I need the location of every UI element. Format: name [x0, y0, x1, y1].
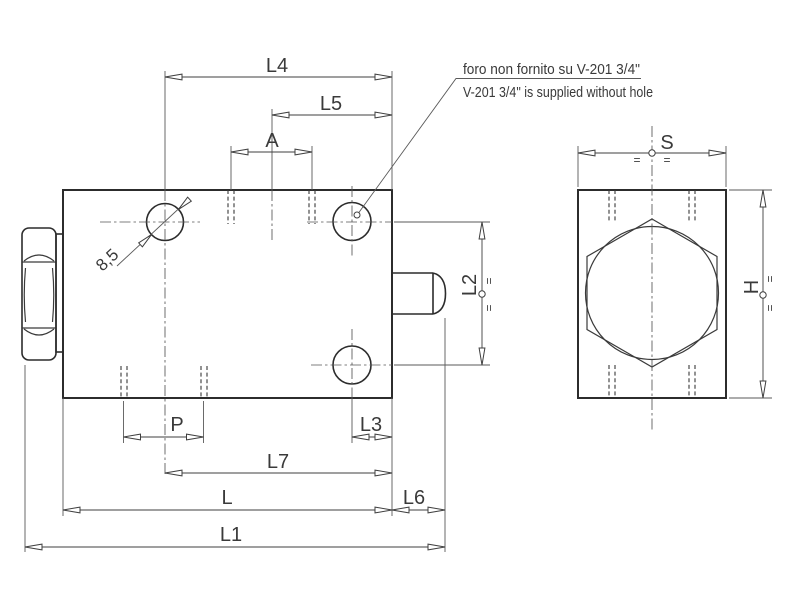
dim-label-a: A: [265, 130, 279, 152]
hidden-hole-lines-front: [120, 190, 316, 398]
dimension-l3: L3: [351, 414, 393, 441]
dimension-l2: L2 = =: [459, 221, 496, 366]
leader-line: [358, 78, 641, 213]
equal-mark: =: [663, 153, 670, 167]
dim-label-p: P: [170, 414, 183, 436]
dimension-h: H = =: [741, 189, 777, 399]
dim-label-s: S: [660, 132, 673, 154]
equal-mark: =: [482, 277, 496, 284]
dimension-l6: L6: [391, 487, 446, 514]
front-view: [21, 186, 447, 477]
hidden-hole-lines-side: [608, 190, 696, 398]
plug-collar: [55, 233, 64, 353]
dimension-l: L: [62, 487, 393, 514]
dia-dim-line: [116, 200, 188, 267]
dim-label-l1: L1: [220, 524, 242, 546]
leader-target-circle: [353, 211, 361, 219]
note-callout: foro non fornito su V-201 3/4" V-201 3/4…: [353, 62, 653, 219]
dimension-layer: L4 L5 A P L3 L7 L L6: [24, 55, 777, 551]
dim-label-hole-diameter: 8,5: [92, 245, 122, 275]
hex-facet-lines: [22, 261, 56, 329]
symmetry-circle-h: [759, 291, 767, 299]
dimension-l1: L1: [24, 524, 446, 551]
hex-plug-outline: [21, 227, 57, 361]
valve-body-outline: [62, 189, 393, 399]
symmetry-circle-l2: [478, 290, 486, 298]
dimension-s: S = =: [577, 132, 727, 167]
centerlines-front: [100, 186, 392, 477]
dimension-p: P: [123, 414, 204, 441]
hex-chamfer-arcs: [23, 254, 55, 336]
hex-plug-side: [21, 227, 64, 361]
equal-mark: =: [763, 275, 777, 282]
note-line-italian: foro non fornito su V-201 3/4": [463, 62, 640, 78]
dimension-l7: L7: [164, 451, 393, 477]
dim-label-l7: L7: [267, 451, 289, 473]
dim-label-l2: L2: [459, 274, 481, 296]
dim-label-h: H: [741, 280, 763, 294]
dimension-l5: L5: [271, 93, 393, 119]
side-view: [577, 126, 727, 431]
relief-plug: [392, 272, 447, 315]
dimension-l4: L4: [164, 55, 393, 81]
dia-arrow-upper: [176, 196, 192, 212]
dim-label-l5: L5: [320, 93, 342, 115]
dim-label-l: L: [221, 487, 232, 509]
dimension-a: A: [230, 130, 313, 156]
dim-label-l6: L6: [403, 487, 425, 509]
dim-label-l3: L3: [360, 414, 382, 436]
dim-label-l4: L4: [266, 55, 288, 77]
equal-mark: =: [633, 153, 640, 167]
equal-mark: =: [763, 304, 777, 311]
dia-arrow-lower: [138, 232, 154, 248]
symmetry-circle-s: [648, 149, 656, 157]
equal-mark: =: [482, 304, 496, 311]
note-line-english: V-201 3/4" is supplied without hole: [463, 85, 653, 101]
